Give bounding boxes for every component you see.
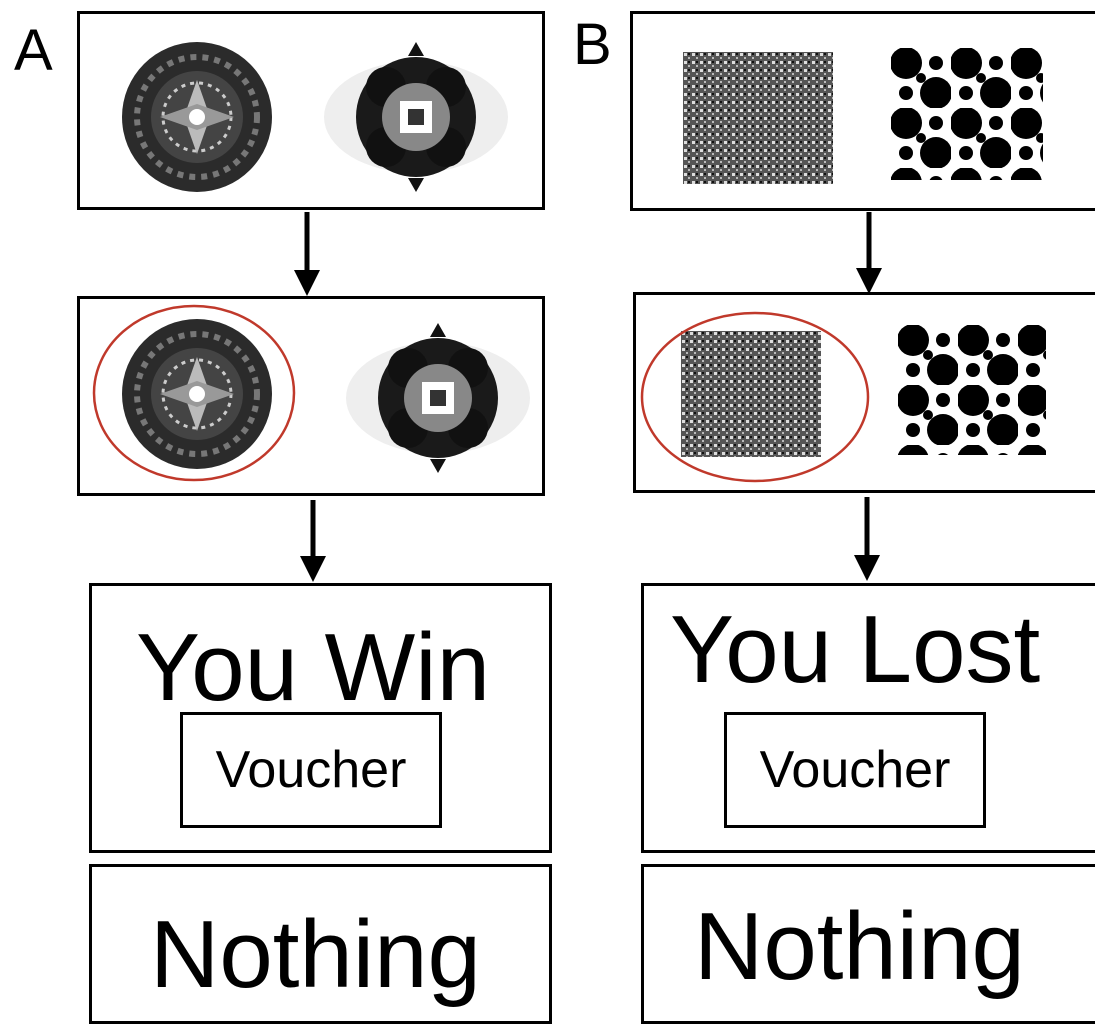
panel-b-stimulus-box-selected [633,292,1095,493]
panel-a-stimulus-box-selected [77,296,545,496]
nothing-text: Nothing [694,893,1025,1000]
result-text: You Win [136,614,490,721]
panel-a-nothing-box: Nothing [89,864,552,1024]
down-arrow-icon [854,497,880,581]
blob-tile-stimulus [891,48,1043,180]
panel-label-a: A [14,18,53,83]
panel-label-b: B [573,12,612,77]
voucher-box: Voucher [180,712,442,828]
panel-a-result-box: You Win Voucher [89,583,552,853]
flower-pattern-stimulus [346,323,530,473]
blob-tile-stimulus [898,325,1046,455]
down-arrow-icon [856,212,882,294]
square-grid-stimulus [683,52,833,184]
circular-pattern-stimulus [122,319,272,469]
panel-b-stimulus-box-initial [630,11,1095,211]
circular-pattern-stimulus [122,42,272,192]
selection-ring-icon [92,304,296,482]
panel-a-stimulus-box-initial [77,11,545,210]
down-arrow-icon [294,212,320,296]
nothing-text: Nothing [150,901,481,1008]
voucher-box: Voucher [724,712,986,828]
flower-pattern-stimulus [324,42,508,192]
result-text: You Lost [670,596,1041,703]
panel-b-nothing-box: Nothing [641,864,1095,1024]
selection-ring-icon [640,311,870,483]
panel-b-result-box: You Lost Voucher [641,583,1095,853]
square-grid-stimulus [681,331,821,457]
down-arrow-icon [300,500,326,582]
